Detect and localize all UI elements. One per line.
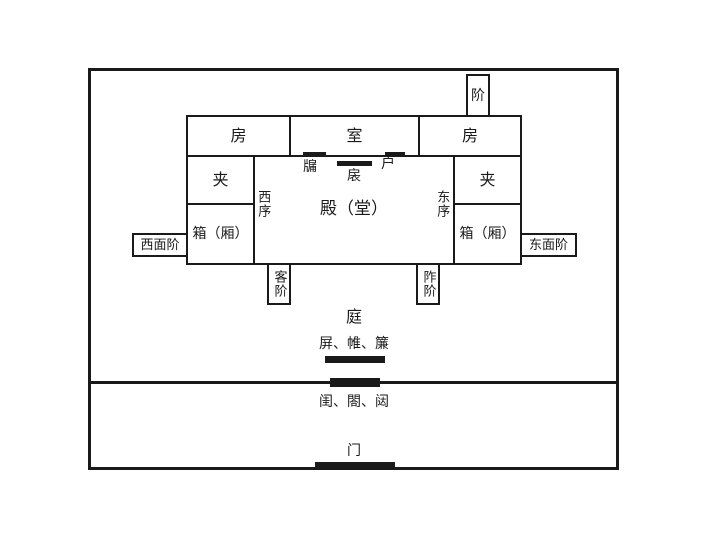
room-jia-east: 夹 [453,155,522,205]
room-jia-east-label: 夹 [479,170,496,189]
window-label: 牖 [303,159,317,175]
door-mark-bar [385,152,405,157]
host-step-box: 阼阶 [416,263,440,305]
screen-label: 扆 [347,168,361,184]
west-face-step-box: 西面阶 [132,233,188,257]
east-face-step-label: 东面阶 [528,237,568,253]
gate-label: 门 [347,443,361,459]
xu-west-label: 西序 [255,190,271,218]
room-shi-label: 室 [346,126,363,145]
hall-name-label: 殿（堂） [320,199,388,219]
courtyard-label: 庭 [345,307,362,326]
xu-east-label: 东序 [434,190,450,218]
guest-step-box: 客阶 [267,263,291,305]
north-step-box: 阶 [466,74,490,117]
screen-mark-bar [337,161,372,166]
door-label: 户 [381,156,395,172]
west-face-step-label: 西面阶 [140,237,180,253]
room-shi: 室 [289,115,420,157]
room-fang-east-label: 房 [461,126,478,145]
room-fang-west-label: 房 [230,126,247,145]
room-fang-east: 房 [418,115,522,157]
room-jia-west: 夹 [186,155,255,205]
room-xiang-east: 箱（厢） [453,203,522,265]
room-xiang-east-label: 箱（厢） [459,226,516,242]
room-fang-west: 房 [186,115,291,157]
inner-gates-label: 闺、閤、闼 [319,394,389,410]
north-step-label: 阶 [471,87,485,104]
east-face-step-box: 东面阶 [520,233,577,257]
courtyard-screen-bar [325,356,385,363]
window-mark-bar [303,152,326,157]
screens-curtains-label: 屏、帷、簾 [319,336,389,352]
room-xiang-west: 箱（厢） [186,203,255,265]
room-jia-west-label: 夹 [212,170,229,189]
main-gate-bar [315,462,395,470]
hall-box [253,155,455,265]
room-xiang-west-label: 箱（厢） [192,226,249,242]
middle-gate-bar [330,378,380,387]
guest-step-label: 客阶 [271,270,287,298]
host-step-label: 阼阶 [420,270,436,298]
